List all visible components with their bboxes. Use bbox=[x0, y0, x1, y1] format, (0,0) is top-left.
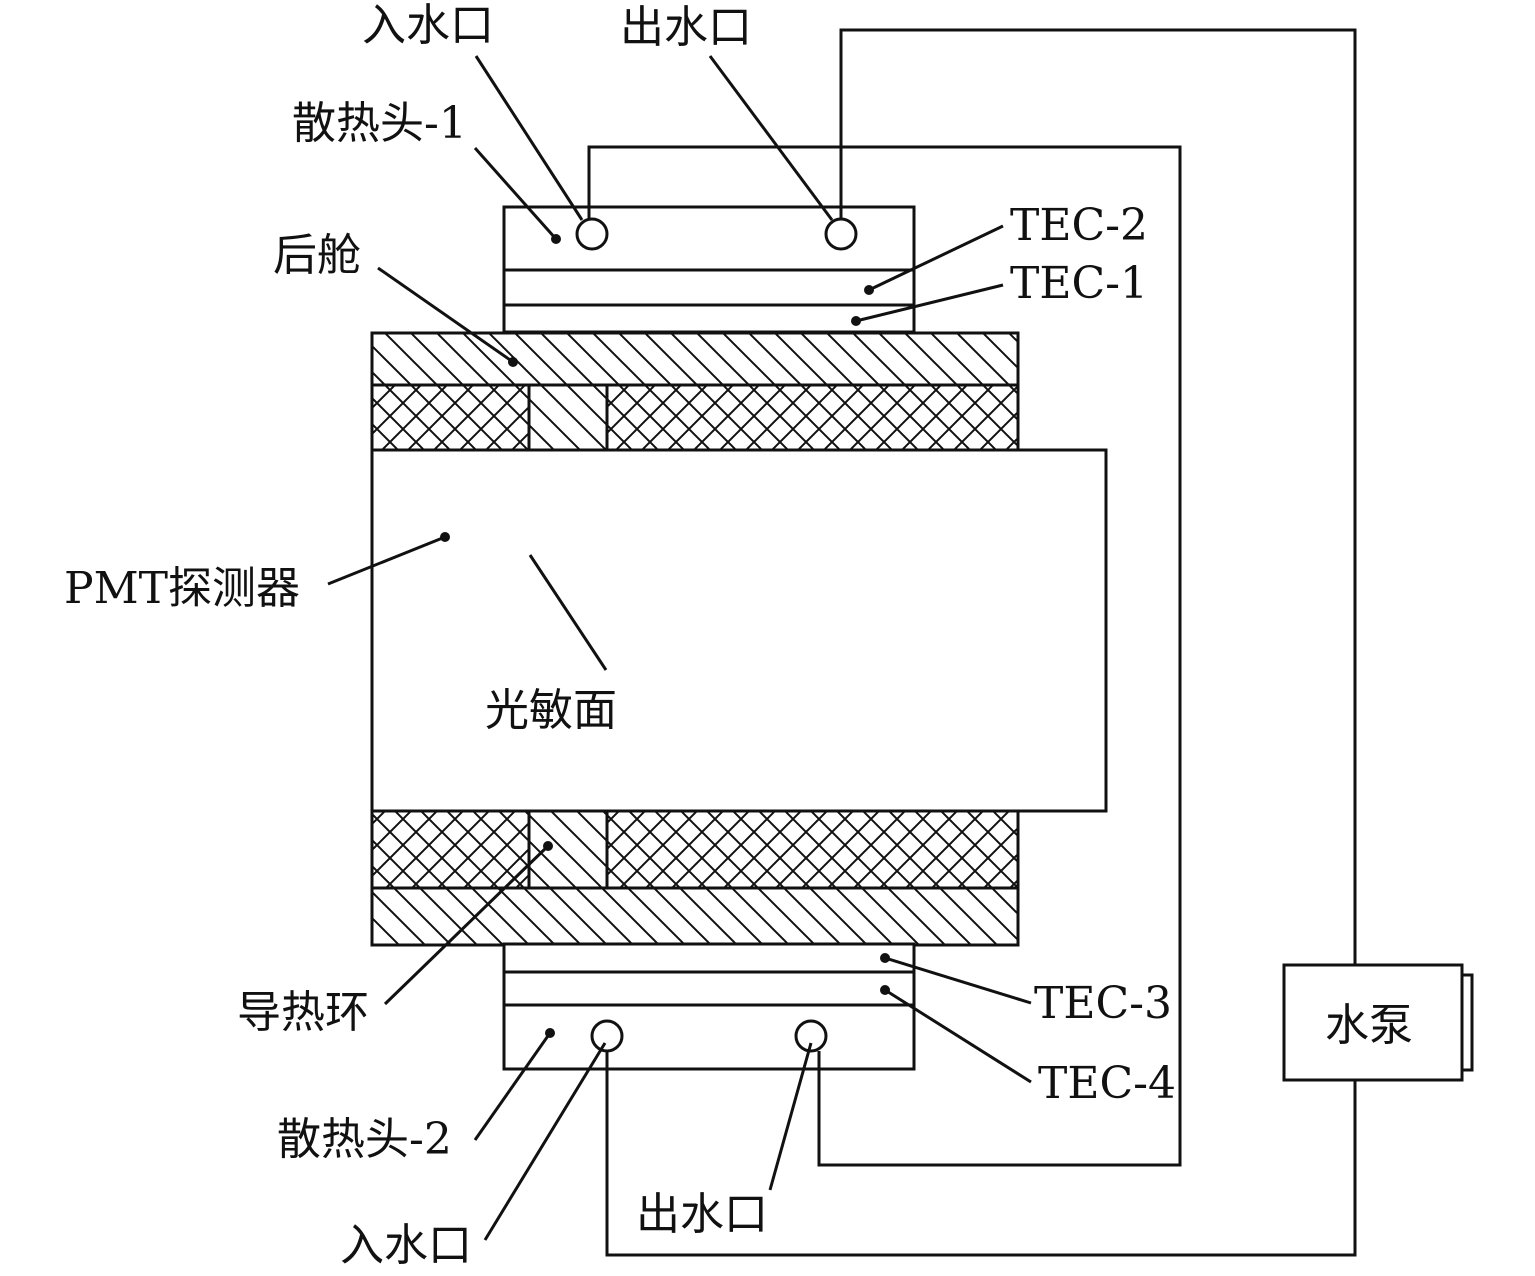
water-pump-tab bbox=[1460, 973, 1474, 1072]
label-heatsink-1: 散热头-1 bbox=[292, 98, 467, 149]
dot-rear-cabin bbox=[508, 357, 518, 367]
label-tec-3: TEC-3 bbox=[1034, 978, 1172, 1029]
label-water-pump: 水泵 bbox=[1325, 1000, 1413, 1051]
rear-cabin-bottom bbox=[370, 809, 1020, 947]
label-thermal-ring: 导热环 bbox=[237, 987, 369, 1038]
leader-outlet-bottom bbox=[768, 1042, 813, 1191]
leader-inlet-bottom bbox=[483, 1042, 607, 1241]
label-photosensitive-surface: 光敏面 bbox=[485, 685, 617, 736]
inlet-top-port bbox=[575, 217, 609, 251]
outlet-top-port bbox=[824, 217, 858, 251]
leader-tec-2 bbox=[868, 224, 1004, 292]
label-inlet-top: 入水口 bbox=[362, 0, 494, 51]
leader-tec-1 bbox=[855, 283, 1004, 323]
thermal-ring-bottom bbox=[527, 809, 609, 890]
leader-dots bbox=[440, 234, 890, 1038]
pmt-detector-body bbox=[370, 448, 1108, 813]
outlet-bottom-port bbox=[794, 1019, 828, 1053]
label-tec-1: TEC-1 bbox=[1010, 258, 1148, 309]
water-pump bbox=[1282, 963, 1474, 1082]
label-outlet-top: 出水口 bbox=[620, 2, 752, 53]
rear-cabin-wall-top bbox=[370, 331, 1020, 387]
pipe-loop-inner bbox=[587, 145, 1182, 1167]
insulation-top-left bbox=[370, 383, 531, 452]
label-heatsink-2: 散热头-2 bbox=[277, 1114, 452, 1165]
dot-tec-4 bbox=[880, 985, 890, 995]
leader-photosensitive bbox=[528, 554, 608, 671]
label-tec-2: TEC-2 bbox=[1010, 200, 1148, 251]
leader-heatsink-2 bbox=[473, 1032, 552, 1141]
leader-heatsink-1 bbox=[473, 147, 558, 240]
dot-thermal-ring bbox=[543, 841, 553, 851]
dot-pmt bbox=[440, 532, 450, 542]
leader-pmt bbox=[327, 535, 446, 586]
leader-inlet-top bbox=[474, 55, 584, 221]
label-tec-4: TEC-4 bbox=[1038, 1058, 1176, 1109]
rear-cabin-wall-bottom bbox=[370, 886, 1020, 947]
leader-outlet-top bbox=[708, 55, 834, 221]
dot-tec-3 bbox=[880, 953, 890, 963]
insulation-top-right bbox=[605, 383, 1020, 452]
heatsink-2-assembly bbox=[502, 942, 916, 1071]
water-pump-box bbox=[1282, 963, 1464, 1082]
label-inlet-bottom: 入水口 bbox=[340, 1220, 472, 1271]
insulation-bottom-right bbox=[605, 809, 1020, 890]
rear-cabin-top bbox=[370, 331, 1020, 452]
dot-tec-2 bbox=[864, 285, 874, 295]
water-pipes bbox=[587, 28, 1357, 1257]
leader-tec-4 bbox=[884, 988, 1032, 1084]
leader-thermal-ring bbox=[383, 844, 550, 1006]
label-pmt-detector: PMT探测器 bbox=[64, 563, 300, 614]
leader-tec-3 bbox=[884, 956, 1032, 1005]
label-rear-cabin: 后舱 bbox=[273, 230, 361, 281]
inlet-bottom-port bbox=[590, 1019, 624, 1053]
leader-rear-cabin bbox=[377, 266, 514, 364]
leader-lines bbox=[327, 55, 1032, 1241]
labels: 入水口 出水口 散热头-1 后舱 TEC-2 TEC-1 PMT探测器 光敏面 … bbox=[64, 0, 1413, 1271]
dot-tec-1 bbox=[851, 316, 861, 326]
pipe-top-outlet-to-pump bbox=[839, 28, 1357, 965]
dot-heatsink-1 bbox=[551, 234, 561, 244]
heatsink-1-assembly bbox=[502, 205, 916, 334]
insulation-bottom-left bbox=[370, 809, 531, 890]
dot-heatsink-2 bbox=[545, 1028, 555, 1038]
pipe-pump-to-bottom-inlet bbox=[605, 1051, 1357, 1257]
thermal-ring-top bbox=[527, 383, 609, 452]
label-outlet-bottom: 出水口 bbox=[636, 1189, 768, 1240]
